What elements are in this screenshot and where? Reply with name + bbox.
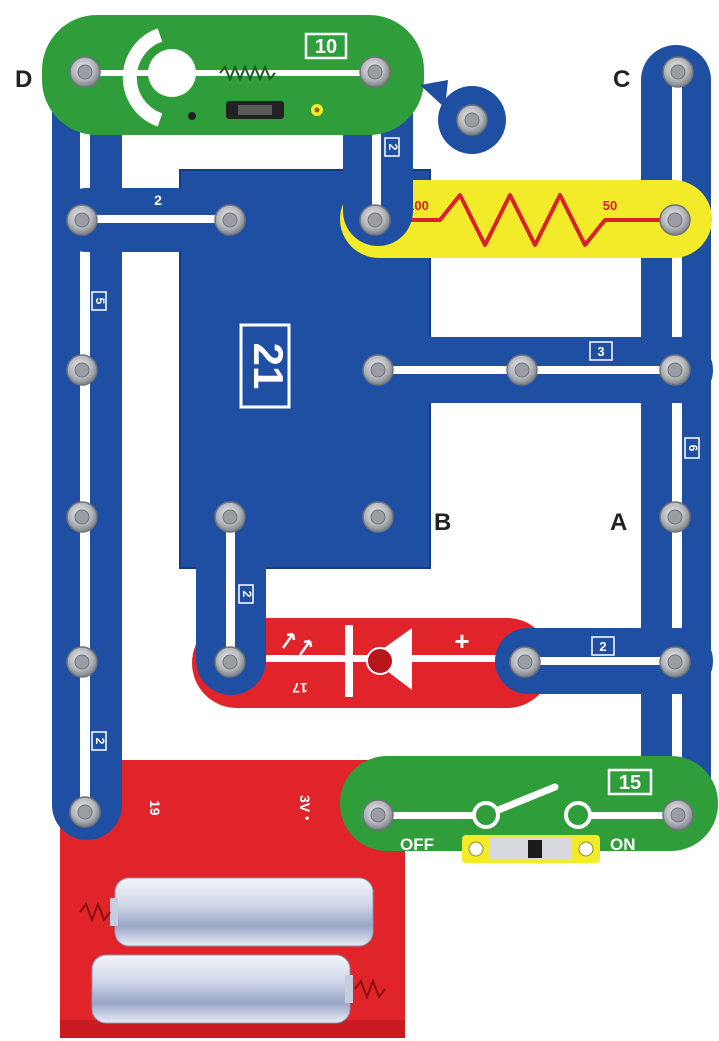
middle-three-label: 3	[597, 344, 604, 359]
snap-icon	[66, 646, 98, 678]
point-label-c: C	[613, 66, 630, 93]
led-plus: +	[454, 626, 469, 656]
snap-icon	[359, 56, 391, 88]
snap-icon	[362, 501, 394, 533]
led-vertical-label: 2	[240, 591, 254, 598]
led-right-wire: 2	[495, 628, 713, 694]
snap-icon	[662, 56, 694, 88]
snap-icon	[659, 204, 691, 236]
snap-icon	[659, 354, 691, 386]
led-vertical-wire: 2	[196, 485, 266, 695]
snap-icon	[214, 501, 246, 533]
left-wire-bar: 5 2	[52, 60, 122, 840]
snap-connectors	[66, 56, 694, 831]
snap-icon	[362, 354, 394, 386]
battery-voltage: 3V	[297, 795, 313, 813]
switch-number: 15	[619, 772, 641, 794]
svg-text:•: •	[305, 811, 309, 825]
point-label-a: A	[610, 509, 627, 536]
ic-number: 21	[245, 343, 292, 390]
switch-off-label: OFF	[400, 835, 434, 854]
snap-icon	[662, 799, 694, 831]
switch-on-label: ON	[610, 835, 636, 854]
snap-icon	[506, 354, 538, 386]
battery-cell-icon	[91, 954, 386, 1024]
point-label-d: D	[15, 66, 32, 93]
resistor-zigzag-icon	[410, 193, 665, 247]
battery-cell-icon	[79, 877, 374, 947]
led-icon	[345, 625, 412, 697]
snap-icon	[69, 56, 101, 88]
snap-icon	[456, 104, 488, 136]
led-number: 17	[292, 680, 308, 696]
snap-icon	[359, 204, 391, 236]
snap-icon	[66, 204, 98, 236]
snap-icon	[362, 799, 394, 831]
inner-vertical-label: 2	[386, 144, 400, 151]
top-module: 10	[42, 15, 424, 135]
snap-icon	[214, 204, 246, 236]
right-wire-bar: 6	[641, 45, 711, 845]
top-module-number: 10	[315, 36, 337, 58]
led-module: + 17	[192, 618, 552, 708]
switch-module: 15 OFF ON	[340, 756, 718, 863]
left-long-label: 5	[93, 298, 107, 305]
snap-icon	[69, 796, 101, 828]
led-right-label: 2	[599, 639, 606, 654]
top-short-wire: 2	[55, 188, 255, 252]
resistor-right-text: 50	[603, 198, 617, 213]
snap-icon	[214, 646, 246, 678]
right-six-label: 6	[686, 445, 700, 452]
snap-icon	[659, 501, 691, 533]
left-bottom-label: 2	[93, 738, 107, 745]
snap-icon	[659, 646, 691, 678]
battery-number: 19	[147, 800, 163, 816]
point-label-b: B	[434, 509, 451, 536]
snap-icon	[509, 646, 541, 678]
top-short-label: 2	[154, 192, 162, 208]
snap-icon	[66, 354, 98, 386]
snap-icon	[66, 501, 98, 533]
